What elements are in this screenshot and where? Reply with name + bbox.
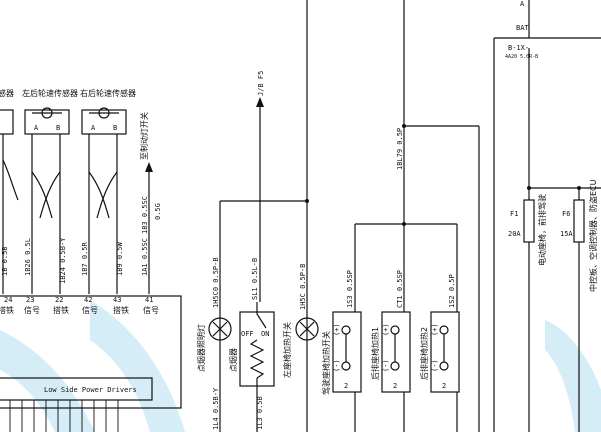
plus-terminal: (+) <box>431 323 439 336</box>
plus-terminal: (+) <box>382 323 390 336</box>
fuse-description: 中控板、空调控制器、防盗ECU <box>588 179 598 292</box>
connector-label: B-1X- <box>508 44 529 52</box>
sensor-title: 感器 <box>0 88 14 98</box>
pin-number: 24 <box>4 296 12 304</box>
wire-label: 1B3 0.5SC <box>141 196 149 234</box>
pin-function: 搭铁 <box>0 305 14 315</box>
terminal-number: 2 <box>442 382 446 390</box>
wire-label: SL1 0.5L-B <box>251 258 259 300</box>
wire-label: 1H5C0 0.5P-B <box>212 257 220 308</box>
wire-label: CT1 0.5SP <box>396 270 404 308</box>
minus-terminal: (-) <box>382 359 390 372</box>
pin-label: A <box>91 124 96 132</box>
fuse-rating: 15A <box>560 230 573 238</box>
switch-label: 驾驶座椅加热开关 <box>321 331 331 395</box>
terminal-number: 2 <box>344 382 348 390</box>
wire-label: 1B9 0.5W <box>116 241 124 276</box>
wire-label: 1B7 0.5R <box>81 241 89 276</box>
watermark-shape <box>545 320 601 432</box>
wire-label: 1S3 0.5SP <box>346 270 354 308</box>
feed-label: J/B F5 <box>257 71 265 96</box>
pin-label: B <box>56 124 60 132</box>
module-inner-label: Low Side Power Drivers <box>44 386 137 394</box>
sensor-title: 左后轮速传感器 <box>22 88 78 98</box>
wire-label: 1BL79 0.5P <box>396 128 404 170</box>
wire-label: 1H5C 0.5P-B <box>299 264 307 310</box>
connector-sub-label: 4A20 5.0R-B <box>505 54 538 60</box>
lamp-label: 点烟器照明灯 <box>196 324 206 372</box>
pin-number: 22 <box>55 296 63 304</box>
sensor-title: 右后轮速传感器 <box>80 88 136 98</box>
pin-function: 搭铁 <box>53 305 69 315</box>
wire-label: 1B24 0.5B-Y <box>59 237 67 284</box>
minus-terminal: (-) <box>333 359 341 372</box>
watermark-shape <box>0 330 95 432</box>
pin-function: 搭铁 <box>113 305 129 315</box>
pin-number: 23 <box>26 296 34 304</box>
pin-number: 42 <box>84 296 92 304</box>
wire-label: 1L4 0.5B-Y <box>212 387 220 430</box>
switch-on: ON <box>261 330 269 338</box>
pin-label: A <box>34 124 39 132</box>
signal-destination: 至制动灯开关 <box>139 112 149 160</box>
pin-function: 信号 <box>82 305 98 315</box>
wire-label: 1S2 0.5P <box>448 274 456 308</box>
fuse-description: 电动座椅，前排驾驶 <box>537 194 547 266</box>
bat-label: BAT <box>516 24 529 32</box>
pin-function: 信号 <box>143 305 159 315</box>
fuse-rating: 20A <box>508 230 521 238</box>
watermark-shape <box>90 300 185 432</box>
wire-label: 0.5G <box>154 203 162 220</box>
lamp-label: 左座椅加热开关 <box>282 322 292 378</box>
fuse-name: F6 <box>562 210 570 218</box>
wire-label: 1L3 0.5B <box>256 396 264 430</box>
switch-label: 点烟器 <box>229 348 238 372</box>
plus-terminal: (+) <box>333 323 341 336</box>
pin-number: 41 <box>145 296 153 304</box>
pin-label: B <box>113 124 117 132</box>
wire-label: 1B26 0.5L <box>24 238 32 276</box>
top-label: A <box>520 0 525 8</box>
terminal-number: 2 <box>393 382 397 390</box>
pin-number: 43 <box>113 296 121 304</box>
pin-function: 信号 <box>24 305 40 315</box>
minus-terminal: (-) <box>431 359 439 372</box>
switch-label: 后排座椅加热2 <box>419 327 429 380</box>
wire-label: 1B 0.5B <box>1 246 9 276</box>
wire-label: 1A1 0.5SC <box>141 238 149 276</box>
switch-label: 后排座椅加热1 <box>370 327 380 380</box>
fuse-name: F1 <box>510 210 518 218</box>
switch-off: OFF <box>241 330 254 338</box>
